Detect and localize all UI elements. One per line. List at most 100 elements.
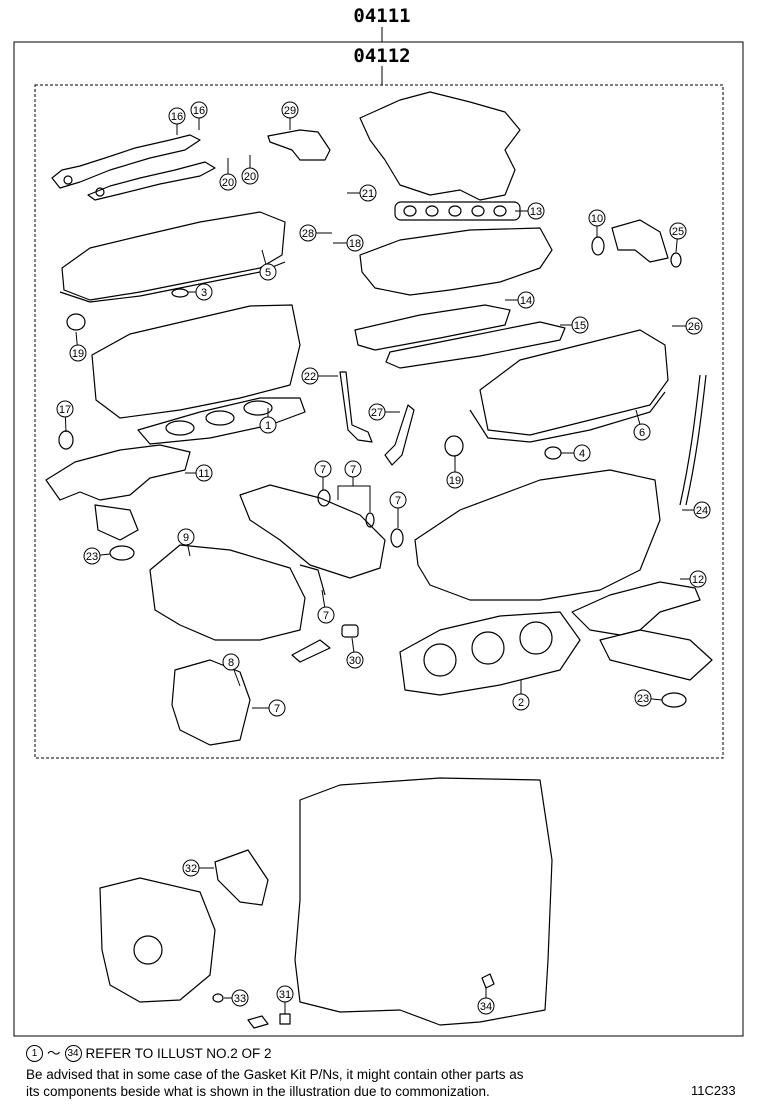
refer-note: 1 ～ 34 REFER TO ILLUST NO.2 OF 2 <box>26 1045 272 1062</box>
callout-20a: 20 <box>219 158 237 191</box>
advice-note: Be advised that in some case of the Gask… <box>26 1066 524 1100</box>
svg-text:11: 11 <box>198 468 209 480</box>
callout-17: 17 <box>56 400 74 433</box>
svg-text:23: 23 <box>637 693 649 705</box>
svg-text:23: 23 <box>86 551 98 563</box>
kit-outer-code: 04111 <box>353 5 410 27</box>
callout-2: 2 <box>512 680 530 711</box>
svg-text:2: 2 <box>518 697 524 709</box>
callout-19a: 19 <box>69 331 87 362</box>
part-sketches <box>45 91 713 1029</box>
svg-text:13: 13 <box>530 206 542 218</box>
svg-text:7: 7 <box>320 464 326 476</box>
svg-text:10: 10 <box>591 213 603 225</box>
illustration-code: 11C233 <box>691 1083 736 1098</box>
callout-25: 25 <box>669 222 687 253</box>
callout-8: 8 <box>222 653 241 687</box>
svg-text:1: 1 <box>265 420 271 432</box>
inner-kit-frame <box>34 84 724 759</box>
svg-text:18: 18 <box>349 238 361 250</box>
callout-29: 29 <box>281 101 299 130</box>
svg-text:16: 16 <box>193 105 205 117</box>
advice-line-2: its components beside what is shown in t… <box>26 1084 490 1099</box>
callout-11: 11 <box>185 464 213 482</box>
svg-text:27: 27 <box>371 407 383 419</box>
range-end-badge: 34 <box>64 1045 82 1062</box>
callout-32: 32 <box>182 859 214 877</box>
callout-22: 22 <box>301 367 338 385</box>
svg-text:12: 12 <box>692 574 704 586</box>
svg-text:33: 33 <box>234 993 246 1005</box>
callout-24: 24 <box>682 501 711 519</box>
svg-text:14: 14 <box>520 295 532 307</box>
svg-text:34: 34 <box>480 1001 492 1013</box>
callout-30: 30 <box>346 637 364 669</box>
svg-text:20: 20 <box>222 177 234 189</box>
svg-text:5: 5 <box>265 267 271 279</box>
callout-13: 13 <box>515 202 545 220</box>
svg-text:7: 7 <box>395 495 401 507</box>
svg-text:9: 9 <box>183 532 189 544</box>
callout-4: 4 <box>561 444 591 462</box>
svg-text:21: 21 <box>362 188 374 200</box>
svg-text:30: 30 <box>349 655 361 667</box>
callout-28: 28 <box>299 224 332 242</box>
svg-text:26: 26 <box>688 321 700 333</box>
callout-7e: 7 <box>252 699 286 717</box>
svg-text:3: 3 <box>201 287 207 299</box>
callout-5: 5 <box>259 249 277 281</box>
svg-text:25: 25 <box>672 226 684 238</box>
range-separator: ～ <box>47 1046 61 1061</box>
svg-text:31: 31 <box>279 989 291 1001</box>
callout-16a: 16 <box>168 107 186 135</box>
svg-text:28: 28 <box>302 228 314 240</box>
callout-7a: 7 <box>314 460 332 490</box>
svg-text:7: 7 <box>323 610 329 622</box>
callout-23b: 23 <box>634 689 663 707</box>
callout-1: 1 <box>259 408 277 434</box>
callout-7b: 7 <box>337 460 371 512</box>
svg-text:19: 19 <box>449 475 461 487</box>
svg-text:19: 19 <box>72 348 84 360</box>
svg-text:17: 17 <box>59 404 71 416</box>
svg-text:16: 16 <box>171 111 183 123</box>
callout-34: 34 <box>477 988 495 1015</box>
kit-inner-code: 04112 <box>353 45 410 67</box>
svg-text:24: 24 <box>696 505 708 517</box>
callout-18: 18 <box>333 234 364 252</box>
callout-layer: 16 16 29 20 20 21 28 18 13 10 25 5 3 14 … <box>56 101 711 1015</box>
callout-21: 21 <box>347 184 377 202</box>
callout-12: 12 <box>680 570 707 588</box>
callout-14: 14 <box>505 291 535 309</box>
svg-text:8: 8 <box>228 657 234 669</box>
range-start-badge: 1 <box>26 1045 43 1062</box>
callout-3: 3 <box>188 283 213 301</box>
svg-text:15: 15 <box>574 320 586 332</box>
advice-line-1: Be advised that in some case of the Gask… <box>26 1067 524 1082</box>
callout-15: 15 <box>560 316 589 334</box>
svg-text:32: 32 <box>185 863 197 875</box>
outer-kit-frame <box>13 41 744 1037</box>
callout-33: 33 <box>224 989 249 1007</box>
callout-9: 9 <box>177 528 195 557</box>
callout-6: 6 <box>633 409 651 441</box>
svg-text:29: 29 <box>284 105 296 117</box>
callout-27: 27 <box>368 403 400 421</box>
svg-text:7: 7 <box>274 703 280 715</box>
callout-23a: 23 <box>83 547 111 565</box>
svg-text:4: 4 <box>579 448 585 460</box>
callout-31: 31 <box>276 985 294 1014</box>
callout-16b: 16 <box>190 101 208 130</box>
callout-7d: 7 <box>317 589 335 624</box>
callout-7c: 7 <box>389 491 407 528</box>
refer-text: REFER TO ILLUST NO.2 OF 2 <box>85 1046 272 1061</box>
svg-text:20: 20 <box>244 171 256 183</box>
callout-20b: 20 <box>241 155 259 185</box>
callout-26: 26 <box>672 317 703 335</box>
svg-text:7: 7 <box>350 464 356 476</box>
svg-text:6: 6 <box>639 427 645 439</box>
svg-text:22: 22 <box>304 371 316 383</box>
callout-19b: 19 <box>446 456 464 489</box>
callout-10: 10 <box>588 209 606 238</box>
